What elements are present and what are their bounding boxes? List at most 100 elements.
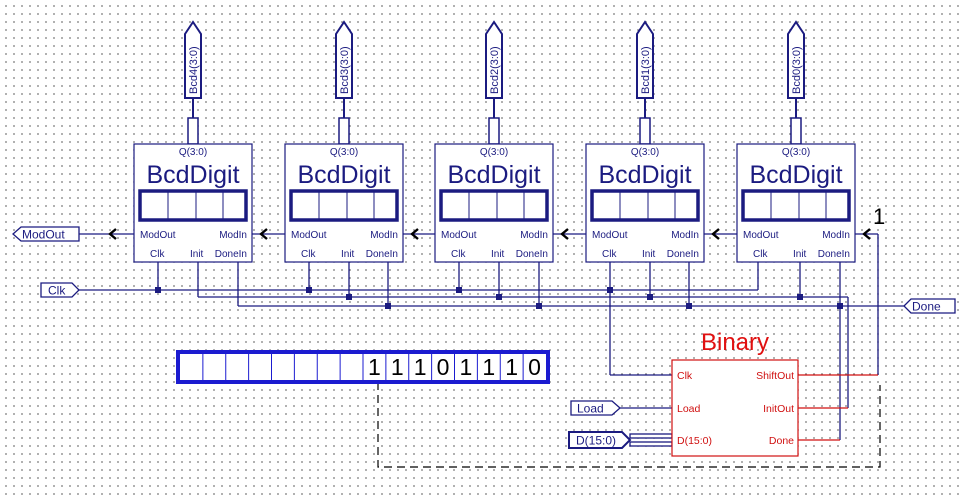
register-link-dashed [377,382,881,468]
mod-out-pin: ModOut [592,230,628,241]
clk-pin: Clk [753,249,768,260]
digit-display [590,189,700,222]
output-bus-flag [335,20,353,99]
bcd-digit-block-0[interactable]: Q(3:0) BcdDigit ModOut ModIn Clk Init Do… [736,143,856,263]
clk-port-label: Clk [48,284,66,298]
done-port-label: Done [912,300,941,314]
output-bus-flag [485,20,503,99]
output-bus-flag [636,20,654,99]
binary-output-wires [798,374,878,441]
init-pin: Init [341,249,355,260]
q-bus-pin [790,117,802,145]
bcd-digit-block-1[interactable]: Q(3:0) BcdDigit ModOut ModIn Clk Init Do… [585,143,705,263]
init-pin: Init [642,249,656,260]
bcd-digit-3-output: Bcd3(3:0) [335,20,353,145]
binary-data-pin: D(15:0) [677,435,712,447]
clk-pin: Clk [301,249,316,260]
output-bus-flag [184,20,202,99]
block-title: BcdDigit [598,161,691,189]
output-bus-flag [787,20,805,99]
register-bit: 1 [391,354,404,380]
q-bus-pin [639,117,651,145]
mod-out-pin: ModOut [441,230,477,241]
data-port[interactable]: D(15:0) [568,431,673,449]
mod-out-pin: ModOut [743,230,779,241]
mod-out-port[interactable]: ModOut [12,226,80,242]
q-label: Q(3:0) [330,147,358,158]
done-port[interactable]: Done [903,298,956,314]
bcd-digit-block-3[interactable]: Q(3:0) BcdDigit ModOut ModIn Clk Init Do… [284,143,404,263]
wire-junctions [155,287,843,309]
binary-initout-pin: InitOut [763,403,794,415]
clk-pin: Clk [451,249,466,260]
mod-in-pin: ModIn [370,230,398,241]
done-in-pin: DoneIn [215,249,247,260]
load-port-label: Load [577,402,604,416]
mod-in-pin: ModIn [671,230,699,241]
bcd-digit-2-output: Bcd2(3:0) [485,20,503,145]
block-title: BcdDigit [297,161,390,189]
load-port[interactable]: Load [570,400,621,416]
done-in-pin: DoneIn [516,249,548,260]
digit-display [138,189,248,222]
clk-port[interactable]: Clk [40,282,80,298]
binary-block[interactable]: Binary Clk Load D(15:0) ShiftOut InitOut… [671,329,799,457]
q-label: Q(3:0) [631,147,659,158]
clk-pin: Clk [150,249,165,260]
mod-in-pin: ModIn [520,230,548,241]
output-bus-label: Bcd4(3:0) [188,46,200,94]
bcd-digit-4-output: Bcd4(3:0) [184,20,202,145]
output-bus-label: Bcd0(3:0) [791,46,803,94]
bcd-digit-block-4[interactable]: Q(3:0) BcdDigit ModOut ModIn Clk Init Do… [133,143,253,263]
bcd-digit-1-output: Bcd1(3:0) [636,20,654,145]
bcd-digit-block-2[interactable]: Q(3:0) BcdDigit ModOut ModIn Clk Init Do… [434,143,554,263]
data-port-label: D(15:0) [576,434,616,448]
mod-in-pin: ModIn [822,230,850,241]
block-title: BcdDigit [146,161,239,189]
digit-display [741,189,851,222]
done-in-pin: DoneIn [667,249,699,260]
register-bit: 1 [460,354,473,380]
digit-display [439,189,549,222]
done-in-pin: DoneIn [366,249,398,260]
block-title: BcdDigit [447,161,540,189]
register-bit: 1 [505,354,518,380]
q-bus-pin [187,117,199,145]
digit-display [289,189,399,222]
register-bit: 0 [437,354,450,380]
constant-one-label: 1 [873,204,885,229]
binary-shiftout-pin: ShiftOut [756,370,794,382]
q-label: Q(3:0) [480,147,508,158]
init-pin: Init [793,249,807,260]
done-in-pin: DoneIn [818,249,850,260]
init-pin: Init [491,249,505,260]
register-bit: 0 [528,354,541,380]
binary-load-pin: Load [677,403,701,415]
output-bus-label: Bcd3(3:0) [339,46,351,94]
mod-out-pin: ModOut [291,230,327,241]
binary-done-pin: Done [769,435,794,447]
bcd-digit-0-output: Bcd0(3:0) [787,20,805,145]
register-bit: 1 [368,354,381,380]
binary-title: Binary [701,329,769,356]
init-pin: Init [190,249,204,260]
register-bit: 1 [482,354,495,380]
block-title: BcdDigit [749,161,842,189]
output-bus-label: Bcd1(3:0) [640,46,652,94]
mod-out-pin: ModOut [140,230,176,241]
control-wires [79,234,904,440]
clk-pin: Clk [602,249,617,260]
register-bit: 1 [414,354,427,380]
q-bus-pin [488,117,500,145]
binary-clk-pin: Clk [677,370,693,382]
output-bus-label: Bcd2(3:0) [489,46,501,94]
mod-out-port-label: ModOut [22,228,65,242]
q-label: Q(3:0) [782,147,810,158]
mod-chain-arrows [108,228,871,240]
q-label: Q(3:0) [179,147,207,158]
q-bus-pin [338,117,350,145]
